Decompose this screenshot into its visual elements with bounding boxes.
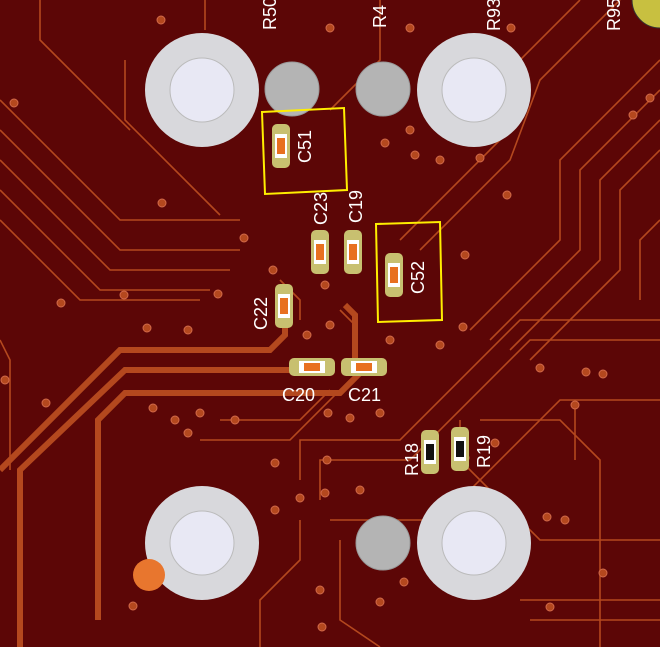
component-c20	[289, 358, 335, 376]
label-c51: C51	[295, 130, 315, 163]
component-c21	[341, 358, 387, 376]
component-r18	[421, 430, 439, 474]
components[interactable]	[272, 124, 469, 474]
label-r50: R50	[260, 0, 280, 30]
component-r19	[451, 427, 469, 471]
label-r19: R19	[474, 435, 494, 468]
label-c52: C52	[408, 261, 428, 294]
mounting-hole	[145, 33, 259, 147]
mounting-hole	[417, 486, 531, 600]
component-c51	[272, 124, 290, 168]
mounting-hole	[145, 486, 259, 600]
label-c23: C23	[311, 192, 331, 225]
power-traces	[0, 302, 363, 647]
mounting-holes	[145, 33, 531, 600]
label-c20: C20	[282, 385, 315, 405]
component-c23	[311, 230, 329, 274]
label-c19: C19	[346, 190, 366, 223]
label-r93: R93	[484, 0, 504, 31]
component-c22	[275, 284, 293, 328]
component-c52	[385, 253, 403, 297]
designator-labels: R50 R4 R93 R95 C51 C23 C19 C52 C22 C20 C…	[251, 0, 624, 476]
label-r4: R4	[370, 5, 390, 28]
label-c21: C21	[348, 385, 381, 405]
label-c22: C22	[251, 297, 271, 330]
component-c19	[344, 230, 362, 274]
test-pads	[133, 0, 660, 591]
label-r18: R18	[402, 443, 422, 476]
selection-highlights[interactable]	[260, 106, 444, 324]
vias	[0, 15, 655, 632]
label-r95: R95	[604, 0, 624, 31]
mounting-hole	[417, 33, 531, 147]
